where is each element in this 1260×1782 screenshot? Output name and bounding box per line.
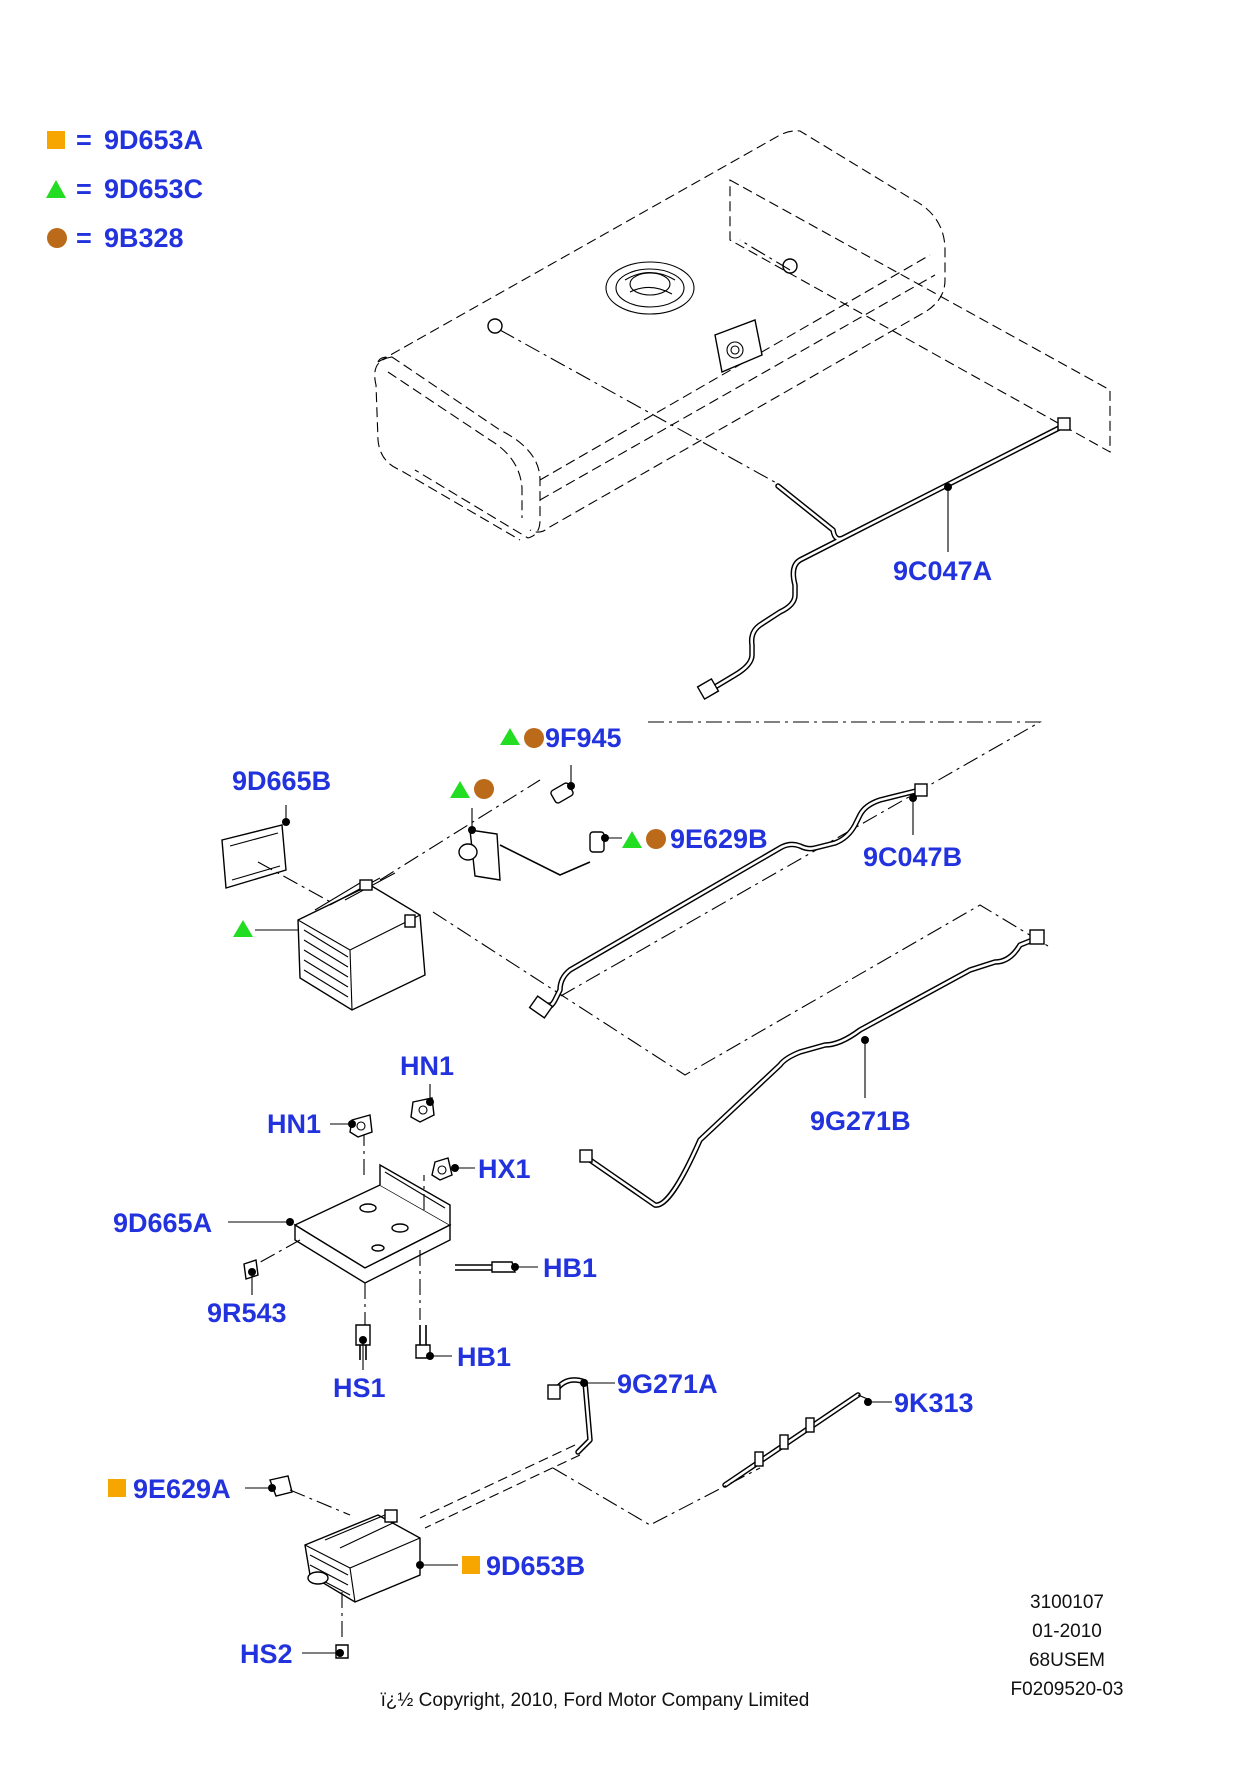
callout-HS2: HS2 xyxy=(240,1639,293,1669)
connector-line xyxy=(544,721,1043,1006)
reference-figure-id: F0209520-03 xyxy=(1010,1679,1123,1700)
evap-canister-upper xyxy=(233,779,541,1011)
callout-9E629B: 9E629B xyxy=(670,824,768,854)
callout-HB1-right: HB1 xyxy=(543,1253,597,1283)
part-9E629B xyxy=(589,829,666,853)
callout-HN1-top: HN1 xyxy=(400,1051,454,1081)
fastener-HN1-left xyxy=(330,1114,373,1138)
legend-code-9D653C: 9D653C xyxy=(104,174,203,204)
copyright-notice: ï¿½ Copyright, 2010, Ford Motor Company … xyxy=(381,1690,810,1711)
callout-HS1: HS1 xyxy=(333,1373,386,1403)
legend-equals: = xyxy=(76,125,92,155)
callout-9D665B: 9D665B xyxy=(232,766,331,796)
part-9F945 xyxy=(500,728,575,804)
legend-equals: = xyxy=(76,174,92,204)
footer: 3100107 01-2010 68USEM F0209520-03 ï¿½ C… xyxy=(381,1592,1124,1711)
stud-HS1 xyxy=(355,1324,371,1370)
reference-market: 68USEM xyxy=(1029,1650,1105,1671)
bracket-9D665A xyxy=(228,1125,452,1330)
legend-code-9D653A: 9D653A xyxy=(104,125,203,155)
tube-9G271B xyxy=(579,929,1045,1208)
screw-HS2 xyxy=(302,1592,349,1659)
legend-square-marker xyxy=(47,131,65,149)
part-9E629A xyxy=(108,1475,351,1516)
connector-line xyxy=(432,904,1049,1076)
callout-9D665A: 9D665A xyxy=(113,1208,212,1238)
legend: = 9D653A = 9D653C = 9B328 xyxy=(46,125,203,253)
tube-9C047A xyxy=(696,417,1071,701)
fastener-HN1-top xyxy=(410,1084,435,1123)
fastener-HX1 xyxy=(431,1157,475,1181)
bolt-HB1-bottom xyxy=(415,1325,452,1360)
harness-9K313 xyxy=(552,1392,892,1526)
callout-9D653B: 9D653B xyxy=(486,1551,585,1581)
tube-9C047B xyxy=(528,783,928,1019)
legend-code-9B328: 9B328 xyxy=(104,223,184,253)
bolt-HB1-right xyxy=(455,1261,538,1273)
legend-circle-marker xyxy=(47,228,67,248)
callout-9E629A: 9E629A xyxy=(133,1474,231,1504)
reference-number: 3100107 xyxy=(1030,1592,1104,1613)
callout-9G271B: 9G271B xyxy=(810,1106,911,1136)
legend-triangle-marker xyxy=(46,180,66,198)
callout-9C047A: 9C047A xyxy=(893,556,992,586)
callout-9G271A: 9G271A xyxy=(617,1369,718,1399)
evap-canister-lower xyxy=(304,1509,480,1603)
hose-9G271A xyxy=(419,1377,615,1529)
callout-HN1-left: HN1 xyxy=(267,1109,321,1139)
callout-HX1: HX1 xyxy=(478,1154,531,1184)
legend-equals: = xyxy=(76,223,92,253)
callout-9K313: 9K313 xyxy=(894,1388,974,1418)
clip-9R543 xyxy=(243,1259,259,1295)
callout-9C047B: 9C047B xyxy=(863,842,962,872)
part-9D665B xyxy=(221,805,346,911)
callout-9F945: 9F945 xyxy=(545,723,622,753)
part-vent-valve xyxy=(450,779,591,881)
reference-date: 01-2010 xyxy=(1032,1621,1102,1642)
fuel-tank xyxy=(374,130,1111,541)
callout-HB1-bottom: HB1 xyxy=(457,1342,511,1372)
callout-9R543: 9R543 xyxy=(207,1298,287,1328)
